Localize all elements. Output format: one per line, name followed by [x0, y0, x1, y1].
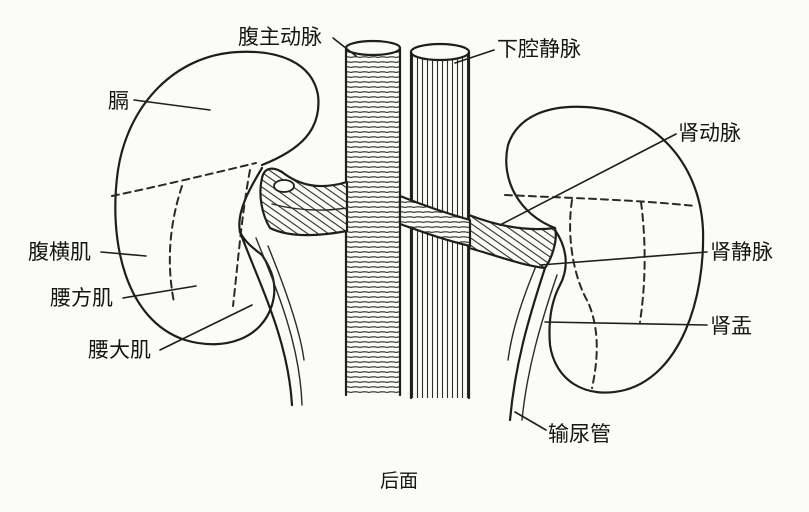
right-transversus-boundary — [639, 201, 646, 323]
leader-line-renal-artery — [499, 133, 677, 226]
leader-line-inferior-vena-cava — [454, 49, 495, 64]
right-diaphragm-boundary — [504, 194, 696, 207]
label-renal-artery: 肾动脉 — [678, 121, 741, 145]
label-ureter: 输尿管 — [548, 422, 611, 446]
leader-line-renal-vein — [539, 251, 708, 266]
right-quadratus-boundary — [569, 199, 598, 389]
abdominal-aorta — [344, 39, 402, 397]
label-renal-vein: 肾静脉 — [710, 240, 773, 264]
label-diaphragm: 膈 — [108, 89, 129, 113]
right-ureter — [507, 265, 558, 422]
leader-line-ureter — [514, 411, 547, 431]
leader-lines — [100, 37, 708, 431]
leader-line-diaphragm — [133, 99, 211, 111]
renal-artery-crossing — [398, 194, 472, 248]
leader-line-quadratus-lumborum — [122, 285, 197, 299]
label-renal-pelvis: 肾盂 — [710, 314, 752, 338]
left-transversus-boundary — [168, 185, 183, 303]
right-kidney — [504, 105, 705, 394]
label-psoas-major: 腰大肌 — [88, 338, 151, 362]
left-kidney — [111, 50, 320, 346]
label-quadratus-lumborum: 腰方肌 — [50, 286, 113, 310]
right-renal-vein — [467, 213, 557, 270]
leader-line-psoas-major — [159, 304, 253, 351]
left-kidney-outline — [114, 50, 320, 346]
leader-line-abdominal-aorta — [332, 37, 357, 57]
leader-line-renal-pelvis — [544, 321, 708, 326]
left-quadratus-boundary — [232, 169, 251, 307]
right-kidney-outline — [505, 105, 705, 394]
labels: 腹主动脉 下腔静脉 膈 肾动脉 腹横肌 肾静脉 腰方肌 腰大肌 肾盂 输尿管 后… — [28, 25, 773, 492]
label-inferior-vena-cava: 下腔静脉 — [497, 37, 581, 61]
figure-caption: 后面 — [380, 470, 418, 492]
left-ureter — [238, 230, 305, 407]
left-adrenal-loop — [273, 179, 295, 193]
label-abdominal-aorta: 腹主动脉 — [238, 25, 322, 49]
label-transversus-abdominis: 腹横肌 — [28, 240, 91, 264]
right-kidney-hilum — [553, 228, 567, 287]
left-renal-vessels — [259, 167, 349, 237]
left-diaphragm-boundary — [111, 162, 257, 197]
leader-line-transversus-abdominis — [100, 251, 147, 257]
